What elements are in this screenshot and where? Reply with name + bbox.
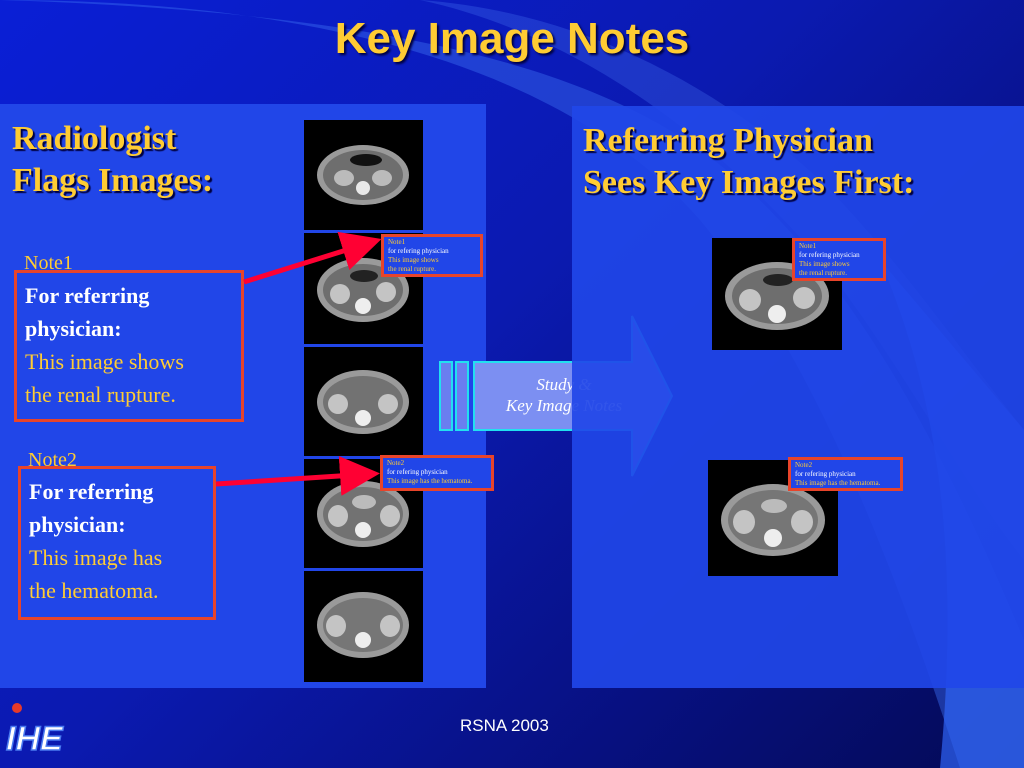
slide-title: Key Image Notes — [334, 14, 690, 63]
note2-line2: physician: — [29, 512, 126, 537]
right-panel — [572, 106, 1024, 688]
note2-line1: For referring — [29, 479, 154, 504]
ct-image-stack — [304, 120, 423, 682]
left-mini-note1-line3: the renal rupture. — [388, 265, 437, 273]
left-mini-note2-line2: This image has the hematoma. — [387, 477, 473, 485]
right-mini-note1-line1: for refering physician — [799, 251, 860, 259]
left-heading: Radiologist Flags Images: — [12, 118, 213, 202]
key-image-2 — [708, 460, 838, 576]
note2-arrow — [215, 455, 380, 496]
left-heading-line1: Radiologist — [12, 120, 177, 157]
left-mini-note1-line1: for refering physician — [388, 247, 449, 255]
right-mini-note1-line3: the renal rupture. — [799, 269, 848, 277]
right-mini-note2: Note2 for refering physician This image … — [788, 457, 903, 491]
right-mini-note1-line2: This image shows — [799, 260, 850, 268]
left-mini-note2-line1: for refering physician — [387, 468, 448, 476]
note1-line2: physician: — [25, 316, 122, 341]
right-mini-note2-line1: for refering physician — [795, 470, 856, 478]
right-heading-line2: Sees Key Images First: — [583, 164, 915, 201]
left-mini-note1: Note1 for refering physician This image … — [381, 234, 483, 277]
note1-box: For referring physician: This image show… — [14, 270, 244, 422]
right-mini-note1: Note1 for refering physician This image … — [792, 238, 886, 281]
ihe-logo-icon: IHE — [5, 703, 65, 756]
left-heading-line2: Flags Images: — [12, 162, 214, 199]
ct-slice-3 — [317, 370, 409, 434]
ct-slice-5 — [317, 592, 409, 658]
note2-body2: the hematoma. — [29, 578, 159, 603]
note2-box: For referring physician: This image has … — [18, 466, 216, 620]
logo-text: IHE — [6, 720, 64, 756]
ct-slice-1 — [317, 145, 409, 205]
ct-slice-2 — [317, 258, 409, 322]
note2-label: Note2 — [28, 449, 77, 471]
left-mini-note1-line2: This image shows — [388, 256, 439, 264]
note1-line1: For referring — [25, 283, 150, 308]
ct-slice-4 — [317, 481, 409, 547]
note2-body1: This image has — [29, 545, 163, 570]
right-mini-note1-label: Note1 — [799, 242, 817, 250]
left-mini-note2-label: Note2 — [387, 459, 405, 467]
ct-slices — [304, 145, 423, 658]
right-mini-note2-line2: This image has the hematoma. — [795, 479, 881, 487]
note1-body2: the renal rupture. — [25, 382, 176, 407]
right-heading-line1: Referring Physician — [583, 122, 873, 159]
note1-body1: This image shows — [25, 349, 184, 374]
footer-text: RSNA 2003 — [460, 716, 549, 735]
note1-label: Note1 — [24, 252, 73, 274]
right-mini-note2-label: Note2 — [795, 461, 813, 469]
right-heading: Referring Physician Sees Key Images Firs… — [583, 120, 914, 204]
note1-arrow — [243, 231, 382, 285]
left-mini-note1-label: Note1 — [388, 238, 406, 246]
left-mini-note2: Note2 for refering physician This image … — [380, 455, 494, 491]
